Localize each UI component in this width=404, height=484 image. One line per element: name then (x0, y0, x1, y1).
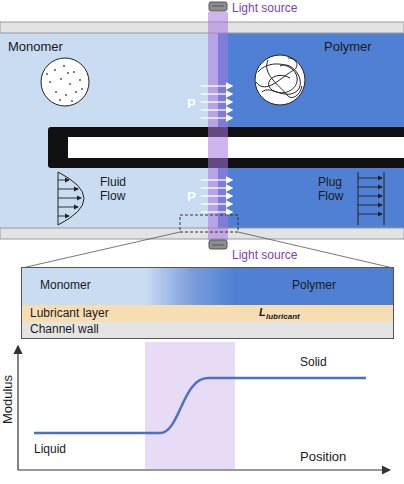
phase-label: Monomer (8, 40, 63, 55)
thickness-subscript: lubricant (266, 312, 300, 321)
axis-label: Modulus (1, 371, 16, 427)
band-label: Monomer (40, 279, 91, 293)
flow-label: Plug Flow (318, 176, 350, 204)
inset-band: Lubricant layer (22, 305, 393, 322)
thickness-symbol: L (259, 306, 266, 319)
lamp-label: Light source (232, 2, 297, 16)
flow-label: Fluid Flow (100, 176, 132, 204)
inset-band: Monomer Polymer (22, 268, 393, 305)
phase-label: Polymer (324, 40, 372, 55)
inset-band: Channel wall (22, 322, 393, 338)
band-label: Lubricant layer (30, 307, 109, 321)
state-label: Solid (300, 356, 327, 370)
band-label: Polymer (292, 279, 336, 293)
lamp-label: Light source (232, 249, 297, 263)
state-label: Liquid (34, 443, 66, 457)
pressure-label: P (187, 190, 196, 205)
band-label: Channel wall (30, 323, 99, 337)
pressure-label: P (187, 97, 196, 112)
axis-label: Position (300, 450, 346, 465)
